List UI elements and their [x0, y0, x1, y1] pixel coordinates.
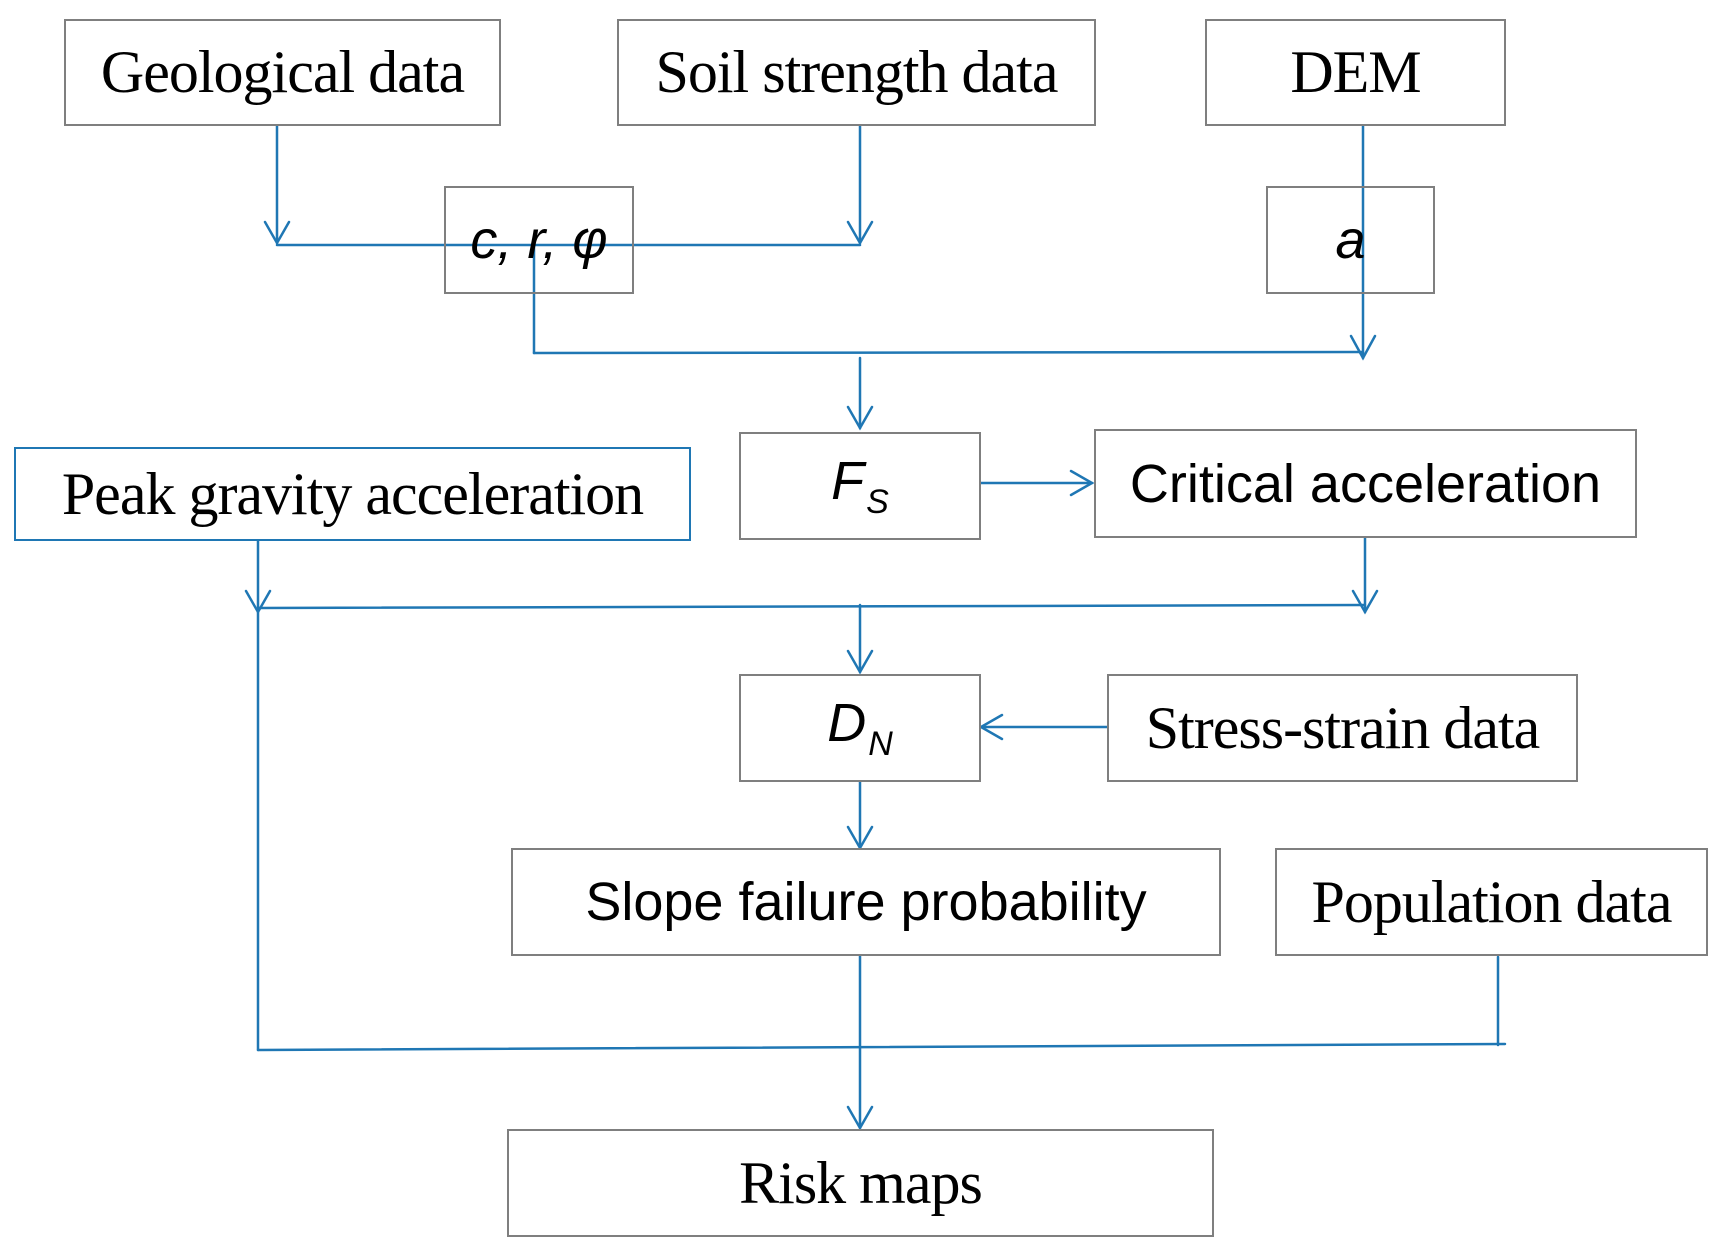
arrowhead-dn: [846, 649, 874, 675]
slope-failure-probability-label: Slope failure probability: [585, 872, 1147, 932]
stress-strain-data-label: Stress-strain data: [1145, 694, 1541, 761]
risk-maps-box[interactable]: Risk maps: [507, 1129, 1214, 1237]
arrowhead-soil: [846, 220, 874, 246]
slope-angle-label: a: [1335, 210, 1366, 270]
critical-acceleration-label: Critical acceleration: [1129, 453, 1602, 514]
population-data-label: Population data: [1311, 868, 1673, 935]
newmark-displacement-box[interactable]: DN: [739, 674, 981, 782]
soil-parameters-label: c, r, φ: [470, 210, 608, 270]
dem-box[interactable]: DEM: [1205, 19, 1506, 126]
connector-risk-bus: [256, 1042, 1507, 1052]
arrowhead-peak: [244, 589, 272, 615]
connector-dn-bus: [256, 603, 1367, 610]
arrowhead-critical-down: [1351, 589, 1379, 615]
arrowhead-dem: [1349, 334, 1377, 361]
newmark-displacement-subscript: N: [868, 725, 893, 763]
soil-parameters-box[interactable]: c, r, φ: [444, 186, 634, 294]
soil-strength-data-box[interactable]: Soil strength data: [617, 19, 1096, 126]
population-data-box[interactable]: Population data: [1275, 848, 1708, 956]
arrowhead-fs: [846, 405, 874, 431]
arrowhead-critical: [1069, 469, 1095, 497]
newmark-displacement-symbol: DN: [827, 693, 893, 763]
geological-data-box[interactable]: Geological data: [64, 19, 501, 126]
risk-maps-label: Risk maps: [739, 1149, 983, 1216]
arrowhead-risk: [846, 1105, 874, 1131]
peak-gravity-acceleration-label: Peak gravity acceleration: [61, 460, 644, 527]
dem-label: DEM: [1290, 39, 1421, 105]
factor-of-safety-box[interactable]: FS: [739, 432, 981, 540]
geological-data-label: Geological data: [100, 39, 465, 105]
arrowhead-stress: [978, 713, 1004, 741]
soil-strength-data-label: Soil strength data: [655, 39, 1059, 105]
peak-gravity-acceleration-box[interactable]: Peak gravity acceleration: [14, 447, 691, 541]
stress-strain-data-box[interactable]: Stress-strain data: [1107, 674, 1578, 782]
slope-failure-probability-box[interactable]: Slope failure probability: [511, 848, 1221, 956]
factor-of-safety-symbol: FS: [831, 451, 889, 521]
arrowhead-geological: [263, 220, 291, 246]
factor-of-safety-subscript: S: [866, 483, 889, 521]
slope-angle-box[interactable]: a: [1266, 186, 1435, 294]
critical-acceleration-box[interactable]: Critical acceleration: [1094, 429, 1637, 538]
connector-fs-bus: [532, 350, 1365, 355]
